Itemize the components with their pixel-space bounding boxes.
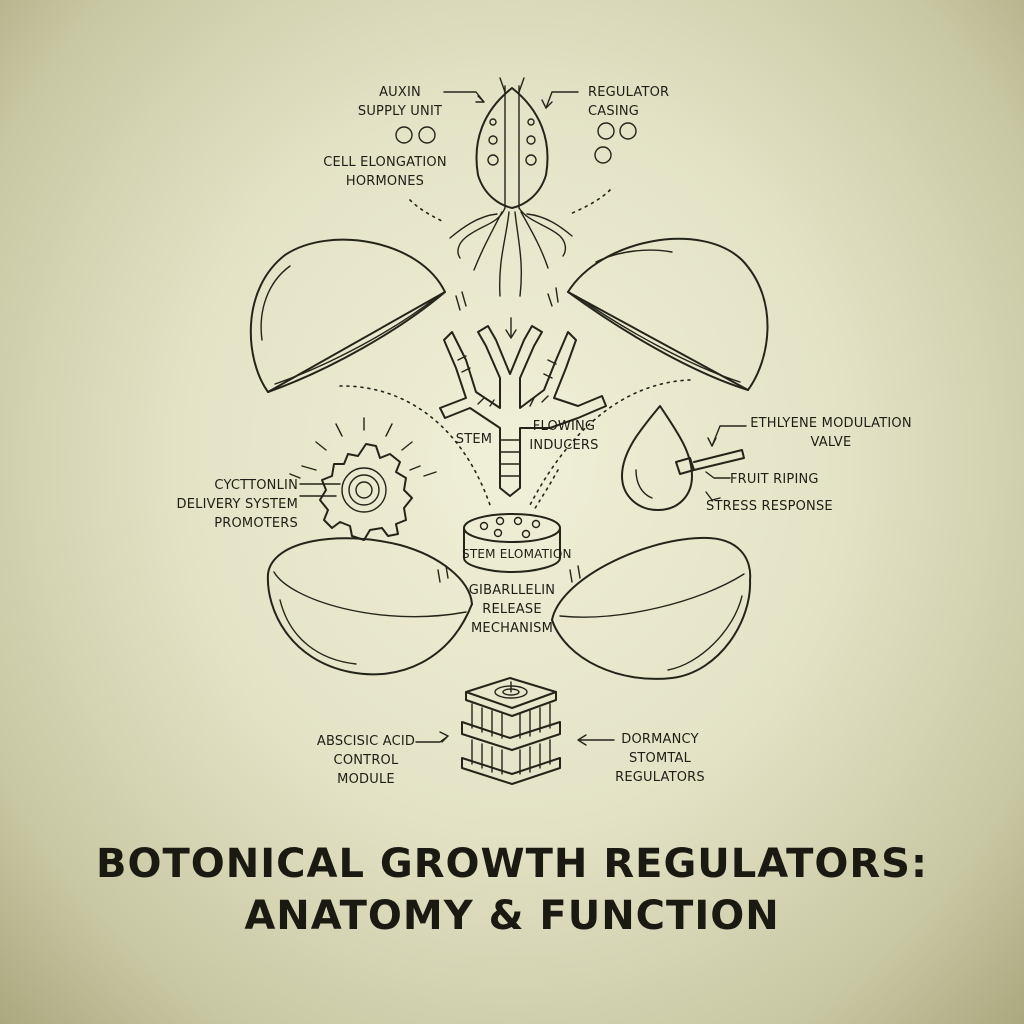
label-dormancy-line1: DORMANCY <box>621 732 699 747</box>
ethylene-drop <box>621 405 747 511</box>
label-regulator-line1: REGULATOR <box>588 85 670 100</box>
stem-elomation-disc <box>463 513 561 573</box>
label-abscisic: ABSCISIC ACID CONTROL MODULE <box>306 732 426 789</box>
hormone-bubbles-left <box>395 126 436 144</box>
label-fruit-text: FRUIT RIPING <box>730 472 819 487</box>
label-flowing-line1: FLOWING <box>532 419 596 434</box>
label-flowing-inducers: FLOWING INDUCERS <box>524 417 604 455</box>
label-dormancy: DORMANCY STOMTAL REGULATORS <box>610 730 710 787</box>
label-cell-elongation-line2: HORMONES <box>345 174 425 189</box>
lower-right-bowl <box>551 536 752 680</box>
label-cytokinin-line1: CYCTTONLIN <box>214 478 298 493</box>
label-gibberellin-line3: MECHANISM <box>470 621 553 636</box>
label-stem-elomation: STEM ELOMATION <box>462 545 572 564</box>
label-dormancy-line2: STOMTAL <box>628 751 692 766</box>
branching-stem <box>439 325 607 497</box>
label-stem: STEM <box>446 430 502 449</box>
label-regulator-casing: REGULATOR CASING <box>588 83 698 121</box>
top-arrows <box>409 91 611 223</box>
label-stress-response: STRESS RESPONSE <box>706 497 846 516</box>
label-cytokinin-line2: DELIVERY SYSTEM <box>176 497 298 512</box>
label-gibberellin: GIBARLLELIN RELEASE MECHANISM <box>462 581 562 638</box>
label-abscisic-line2: CONTROL <box>333 753 399 768</box>
label-ethylene-line2: VALVE <box>810 435 852 450</box>
upper-left-hemisphere <box>249 238 467 393</box>
label-fruit-riping: FRUIT RIPING <box>730 470 840 489</box>
diagram-title-line1: BOTONICAL GROWTH REGULATORS: <box>96 841 928 887</box>
label-auxin-line2: SUPPLY UNIT <box>357 104 443 119</box>
label-cell-elongation-line1: CELL ELONGATION <box>323 155 447 170</box>
label-abscisic-line1: ABSCISIC ACID <box>316 734 416 749</box>
label-stress-text: STRESS RESPONSE <box>706 499 833 514</box>
label-regulator-line2: CASING <box>588 104 640 119</box>
label-cytokinin-line3: PROMOTERS <box>214 516 298 531</box>
abscisic-module <box>415 677 615 785</box>
label-dormancy-line3: REGULATORS <box>615 770 705 785</box>
upper-right-hemisphere <box>547 237 769 391</box>
hormone-bubbles-right <box>594 122 637 164</box>
label-ethylene-valve: ETHLYENE MODULATION VALVE <box>746 414 916 452</box>
gear-icon <box>289 417 437 541</box>
label-auxin-line1: AUXIN <box>379 85 421 100</box>
label-flowing-line2: INDUCERS <box>529 438 599 453</box>
label-ethylene-line1: ETHLYENE MODULATION <box>750 416 912 431</box>
diagram-title-line2: ANATOMY & FUNCTION <box>244 893 780 939</box>
label-stem-elomation-text: STEM ELOMATION <box>462 547 572 561</box>
label-cell-elongation: CELL ELONGATION HORMONES <box>310 153 460 191</box>
dotted-flow-lines <box>339 379 691 511</box>
label-gibberellin-line1: GIBARLLELIN <box>468 583 556 598</box>
label-cytokinin: CYCTTONLIN DELIVERY SYSTEM PROMOTERS <box>170 476 298 533</box>
auxin-regulator-pod <box>449 77 573 297</box>
label-stem-text: STEM <box>455 432 493 447</box>
label-gibberellin-line2: RELEASE <box>482 602 542 617</box>
down-arrow <box>505 317 517 339</box>
label-auxin-supply: AUXIN SUPPLY UNIT <box>340 83 460 121</box>
label-abscisic-line3: MODULE <box>337 772 395 787</box>
lower-left-bowl <box>266 537 473 676</box>
